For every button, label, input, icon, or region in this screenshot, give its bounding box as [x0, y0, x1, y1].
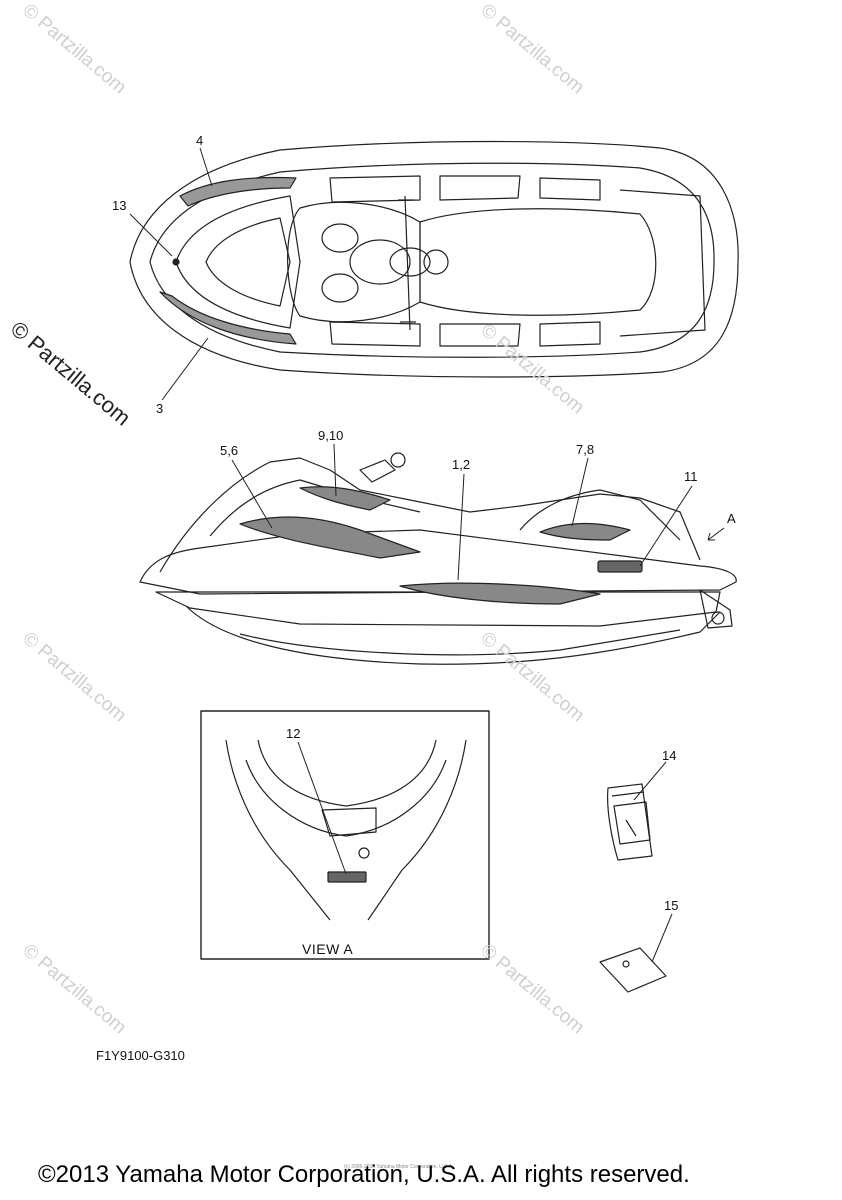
- view-a-label: VIEW A: [302, 941, 354, 957]
- drawing-code: F1Y9100-G310: [96, 1048, 185, 1063]
- callout-label: 11: [684, 469, 698, 484]
- part-14-pouch: [607, 783, 653, 861]
- leader-lines: [129, 147, 725, 963]
- top-view-watercraft: [129, 140, 739, 378]
- fine-print: (c) 2005-2016 Yamaha Motor Corporation, …: [344, 1164, 454, 1170]
- callout-label: 14: [662, 748, 677, 763]
- part-15-tag: [599, 947, 667, 993]
- callout-label: 15: [664, 898, 679, 913]
- callout-label: 7,8: [576, 442, 595, 457]
- callout-label: 1,2: [452, 457, 471, 472]
- callout-label: 13: [112, 198, 127, 213]
- callout-label: 5,6: [220, 443, 239, 458]
- side-view-watercraft: [139, 452, 737, 665]
- callout-label: 9,10: [318, 428, 344, 443]
- callout-label: 3: [156, 401, 164, 416]
- callout-label: A: [727, 511, 736, 526]
- callout-label: 12: [286, 726, 301, 741]
- callout-label: 4: [196, 133, 204, 148]
- copyright-notice: ©2013 Yamaha Motor Corporation, U.S.A. A…: [38, 1161, 690, 1188]
- view-a-detail: [200, 710, 490, 960]
